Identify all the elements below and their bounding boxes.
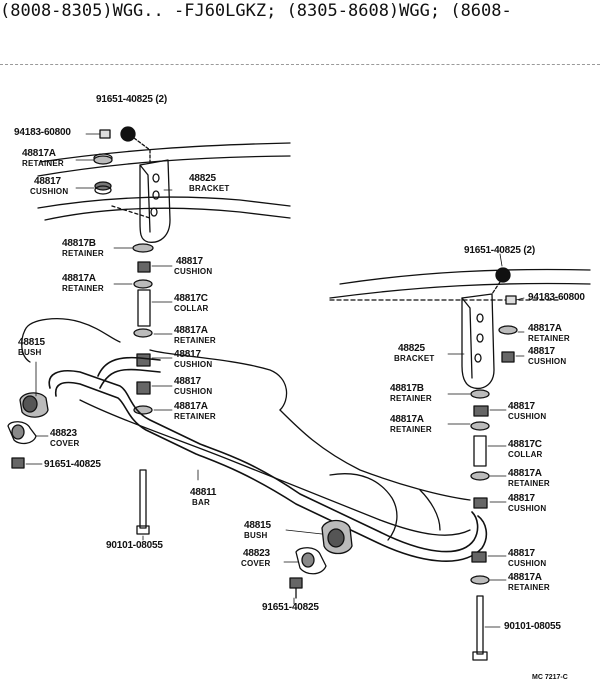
left-bracket-part: 48825 — [189, 173, 216, 184]
left-retainer-3-part: 48817A — [174, 401, 208, 412]
bar-part: 48811 — [190, 487, 217, 498]
right-bracket-name: BRACKET — [394, 354, 435, 363]
right-cushion-top-name: CUSHION — [528, 357, 567, 366]
left-bush-name: BUSH — [18, 348, 42, 357]
right-top-bolt-label: 91651-40825 (2) — [464, 245, 535, 256]
right-top-nut — [505, 295, 517, 305]
right-retainer-1-part: 48817A — [390, 414, 424, 425]
right-retainer-1-name: RETAINER — [390, 425, 432, 434]
right-retainer-b-name: RETAINER — [390, 394, 432, 403]
leader-lines — [25, 133, 525, 628]
left-retainer-b-part: 48817B — [62, 238, 96, 249]
right-retainer-3-name: RETAINER — [508, 583, 550, 592]
right-cushion-top-part: 48817 — [528, 346, 555, 357]
frame-rail-left — [37, 142, 291, 221]
left-cover-name: COVER — [50, 439, 80, 448]
left-link-bolt-label: 90101-08055 — [106, 540, 163, 551]
left-top-nut — [99, 129, 111, 139]
right-retainer-2-name: RETAINER — [508, 479, 550, 488]
left-bracket-name: BRACKET — [189, 184, 230, 193]
left-collar-part: 48817C — [174, 293, 208, 304]
center-bush-name: BUSH — [244, 531, 268, 540]
right-collar-part: 48817C — [508, 439, 542, 450]
left-collar-name: COLLAR — [174, 304, 209, 313]
header-divider — [0, 64, 600, 65]
right-collar-name: COLLAR — [508, 450, 543, 459]
left-cushion-3-part: 48817 — [174, 376, 201, 387]
right-cushion-2-name: CUSHION — [508, 504, 547, 513]
left-retainer-b-name: RETAINER — [62, 249, 104, 258]
right-bracket-part: 48825 — [398, 343, 425, 354]
diagram-code: MC 7217-C — [532, 674, 568, 681]
left-cushion-top-part: 48817 — [34, 176, 61, 187]
left-cushion-3-name: CUSHION — [174, 387, 213, 396]
center-cover-part: 48823 — [243, 548, 270, 559]
right-cushion-3-part: 48817 — [508, 548, 535, 559]
left-retainer-3-name: RETAINER — [174, 412, 216, 421]
left-bracket-shape — [139, 159, 171, 243]
right-retainer-3-part: 48817A — [508, 572, 542, 583]
left-bottom-bolt-shape — [11, 457, 25, 469]
left-top-bolt — [120, 126, 151, 166]
left-retainer-1-part: 48817A — [62, 273, 96, 284]
left-cover-part: 48823 — [50, 428, 77, 439]
left-retainer-2-name: RETAINER — [174, 336, 216, 345]
left-bush-shape — [19, 392, 49, 418]
right-stack — [470, 325, 518, 661]
right-cushion-2-part: 48817 — [508, 493, 535, 504]
right-retainer-2-part: 48817A — [508, 468, 542, 479]
left-bush-part: 48815 — [18, 337, 45, 348]
right-retainer-b-part: 48817B — [390, 383, 424, 394]
right-link-bolt-label: 90101-08055 — [504, 621, 561, 632]
left-bottom-bolt-label: 91651-40825 — [44, 459, 101, 470]
stabilizer-bar-shape — [48, 356, 488, 562]
right-cushion-1-name: CUSHION — [508, 412, 547, 421]
center-bush-shape — [321, 519, 353, 555]
left-cushion-top-name: CUSHION — [30, 187, 69, 196]
right-top-nut-label: 94183-60800 — [528, 292, 585, 303]
left-cushion-1-part: 48817 — [176, 256, 203, 267]
center-bolt-label: 91651-40825 — [262, 602, 319, 613]
left-retainer-2-part: 48817A — [174, 325, 208, 336]
left-top-nut-label: 94183-60800 — [14, 127, 71, 138]
left-cover-shape — [7, 421, 37, 445]
left-cushion-1-name: CUSHION — [174, 267, 213, 276]
left-retainer-top-name: RETAINER — [22, 159, 64, 168]
center-cover-name: COVER — [241, 559, 271, 568]
axle-housing — [21, 318, 471, 541]
left-stack-top — [93, 153, 113, 195]
right-cushion-3-name: CUSHION — [508, 559, 547, 568]
left-cushion-2-part: 48817 — [174, 349, 201, 360]
frame-rail-right — [329, 268, 591, 301]
right-retainer-top-name: RETAINER — [528, 334, 570, 343]
bar-name: BAR — [192, 498, 210, 507]
left-stack-lower — [132, 243, 154, 535]
center-cover-shape — [295, 547, 327, 575]
right-cushion-1-part: 48817 — [508, 401, 535, 412]
right-bracket-shape — [461, 293, 495, 390]
page-header-text: (8008-8305)WGG.. -FJ60LGKZ; (8305-8608)W… — [0, 1, 512, 21]
center-bush-part: 48815 — [244, 520, 271, 531]
left-cushion-2-name: CUSHION — [174, 360, 213, 369]
right-retainer-top-part: 48817A — [528, 323, 562, 334]
left-retainer-1-name: RETAINER — [62, 284, 104, 293]
right-top-bolt — [491, 267, 511, 295]
left-top-bolt-label: 91651-40825 (2) — [96, 94, 167, 105]
center-bolt-shape — [289, 577, 303, 599]
left-retainer-top-part: 48817A — [22, 148, 56, 159]
